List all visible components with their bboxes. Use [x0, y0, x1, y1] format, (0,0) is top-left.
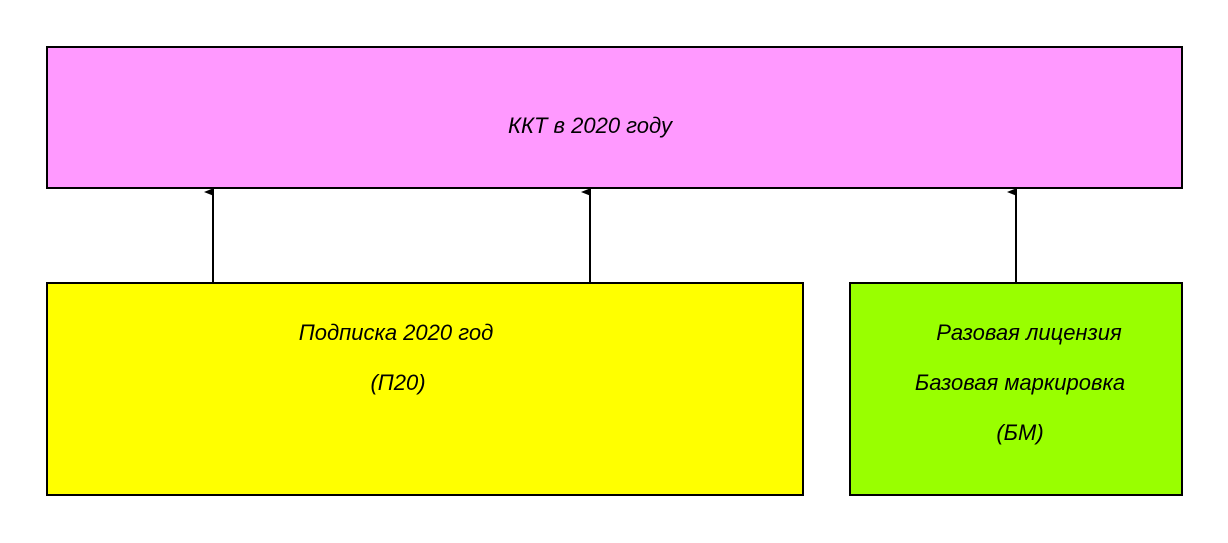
node-one-time-license-bm [849, 282, 1183, 496]
node-subscription-line1: Подписка 2020 год [298, 320, 494, 345]
node-license-line1: Разовая лицензия [936, 320, 1122, 345]
node-kkt-2020-title: ККТ в 2020 году [508, 113, 672, 138]
node-kkt-2020 [46, 46, 1183, 189]
node-subscription-p20 [46, 282, 804, 496]
node-license-line2: Базовая маркировка [914, 370, 1126, 395]
node-subscription-line2: (П20) [370, 370, 426, 395]
node-license-line3: (БМ) [996, 420, 1044, 445]
